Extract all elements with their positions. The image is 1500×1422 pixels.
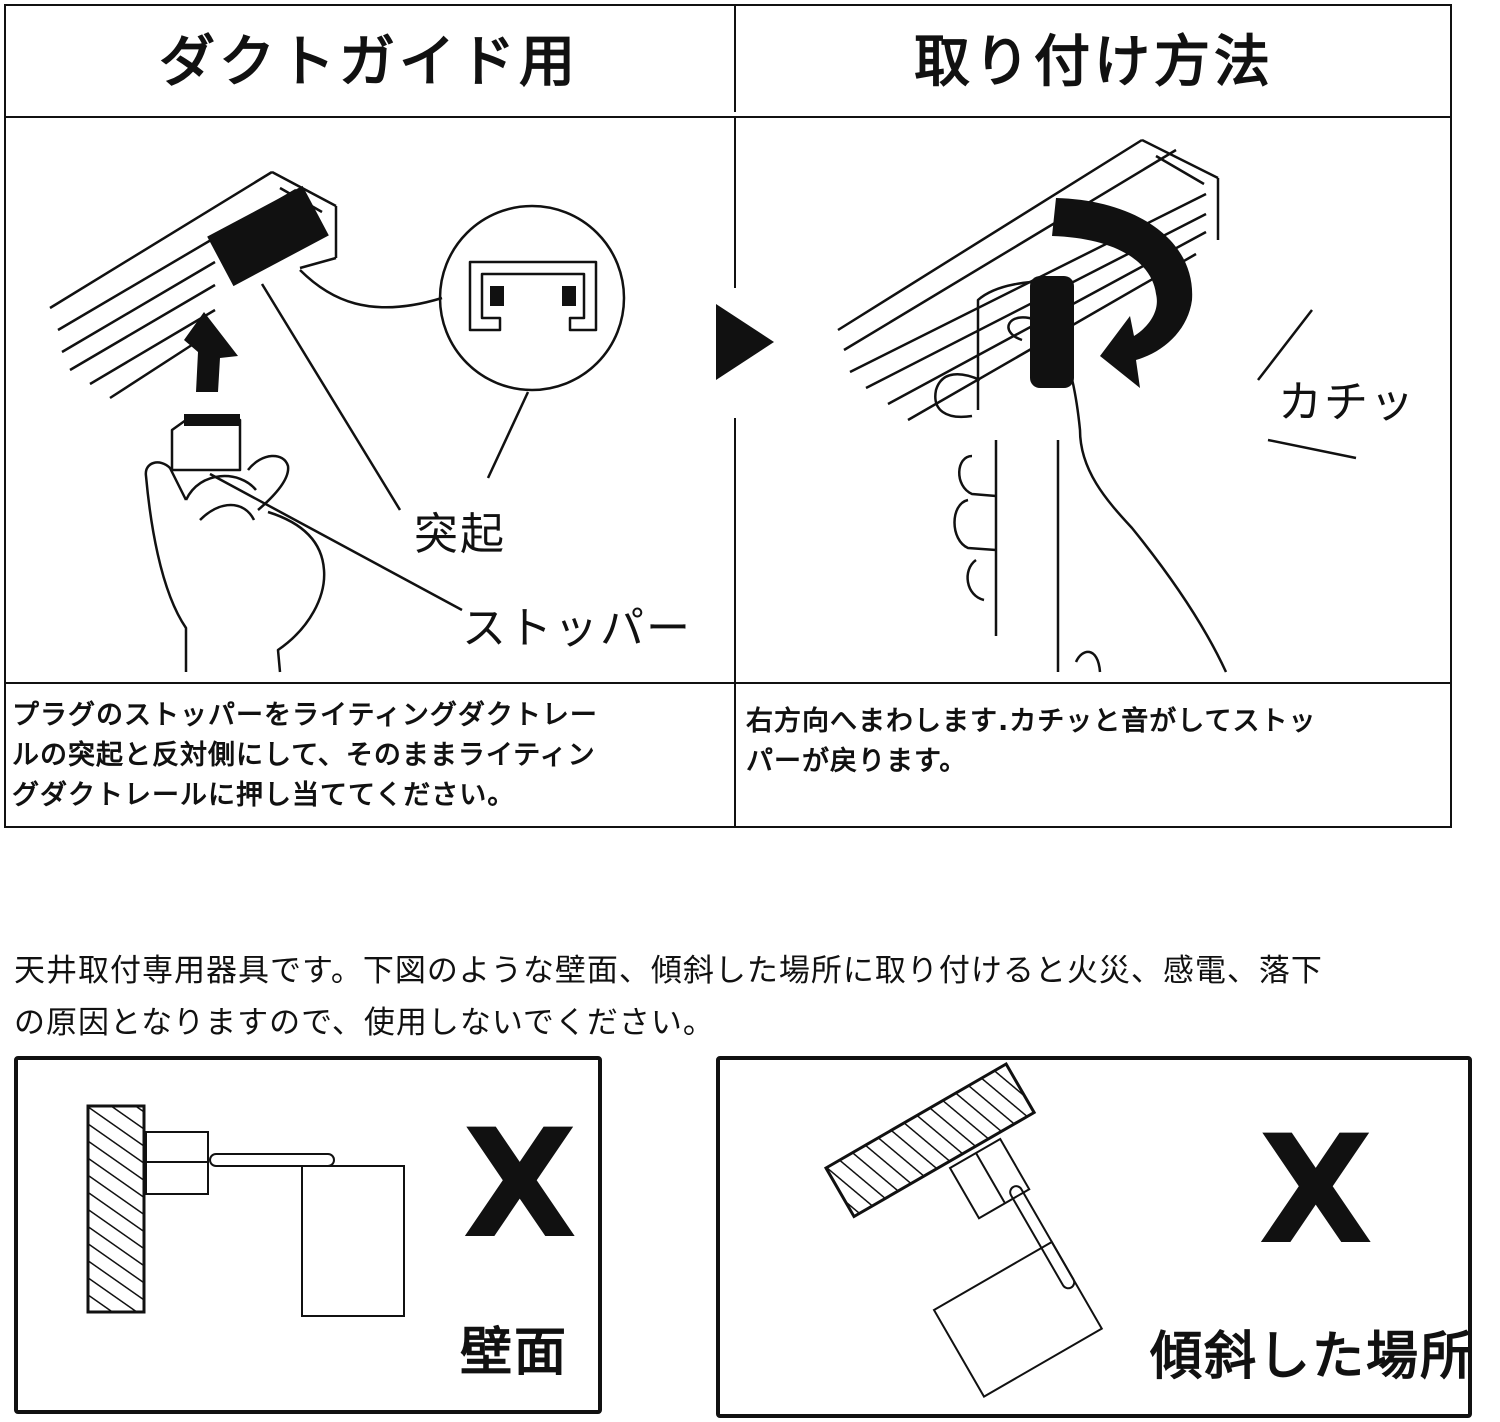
column-divider-upper: [734, 118, 736, 288]
step1-description-line: ルの突起と反対側にして、そのままライティン: [12, 740, 596, 771]
next-step-arrow-icon: [716, 304, 774, 380]
description-divider: [4, 682, 1452, 684]
step1-illustration: [49, 170, 626, 673]
step2-description-line: 右方向へまわします.カチッと音がしてストッ: [746, 706, 1317, 737]
step2-header: 取り付け方法: [914, 29, 1274, 95]
click-sound-label: カチッ: [1278, 377, 1416, 428]
ceiling-only-warning-note: 天井取付専用器具です。下図のような壁面、傾斜した場所に取り付けると火災、感電、落…: [14, 945, 1494, 1049]
column-divider-lower: [734, 418, 736, 828]
note-line: の原因となりますので、使用しないでください。: [14, 1005, 715, 1041]
step1-description: プラグのストッパーをライティングダクトレー ルの突起と反対側にして、そのままライ…: [12, 696, 732, 816]
wall-mount-illustration: [86, 1104, 405, 1317]
step1-description-line: プラグのストッパーをライティングダクトレー: [12, 700, 598, 731]
protrusion-label: 突起: [414, 509, 506, 560]
note-line: 天井取付専用器具です。下図のような壁面、傾斜した場所に取り付けると火災、感電、落…: [14, 953, 1323, 989]
sloped-mount-illustration: [823, 1061, 1104, 1398]
step2-illustration: [837, 138, 1357, 673]
prohibited-x-mark: X: [1258, 1104, 1374, 1278]
sloped-mount-warning-box: [716, 1056, 1472, 1418]
step1-description-line: グダクトレールに押し当ててください。: [12, 780, 516, 811]
step2-description: 右方向へまわします.カチッと音がしてストッ パーが戻ります。: [746, 702, 1446, 782]
wall-label: 壁面: [460, 1323, 569, 1383]
step2-description-line: パーが戻ります。: [746, 746, 968, 777]
column-divider-top: [734, 4, 736, 112]
step1-header: ダクトガイド用: [159, 29, 579, 95]
prohibited-x-mark: X: [462, 1098, 578, 1272]
stopper-label: ストッパー: [462, 603, 692, 654]
header-divider: [4, 116, 1452, 118]
instruction-table: [4, 4, 1452, 828]
sloped-location-label: 傾斜した場所: [1150, 1327, 1475, 1387]
